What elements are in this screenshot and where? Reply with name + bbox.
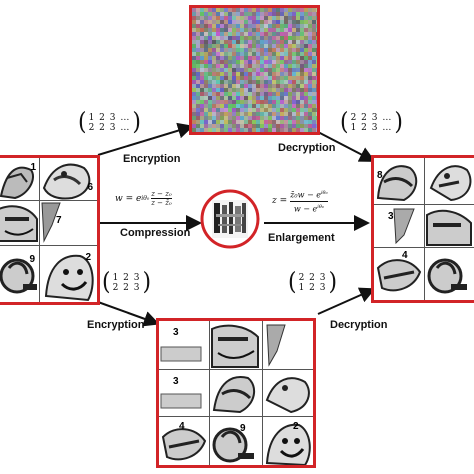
tile-r5: 4 <box>374 248 424 300</box>
compressed-image <box>212 200 248 238</box>
tile-b4: 3 <box>159 370 209 416</box>
noise-image <box>192 8 317 132</box>
formula-numerator: z − z₀ <box>151 190 172 198</box>
tile-r3: 3 <box>374 205 424 247</box>
arrow-encryption-top <box>97 122 194 156</box>
label-encryption-top: Encryption <box>123 153 181 165</box>
formula-lhs: z = <box>272 196 288 207</box>
label-decryption-bottom: Decryption <box>330 319 388 331</box>
grid-line <box>424 158 425 300</box>
tile-b6 <box>263 370 313 416</box>
tile-number: 7 <box>56 215 62 226</box>
formula-exponent: iθ₀ <box>320 190 328 196</box>
tile-number: 6 <box>87 182 93 193</box>
tile-6: 6 <box>40 158 97 200</box>
tile-b3 <box>263 321 313 369</box>
matrix-row: 2 2 3 … <box>88 123 131 133</box>
formula-denominator: w − e <box>293 204 318 214</box>
tile-number: 3 <box>173 376 179 387</box>
tile-2: 2 <box>40 246 97 302</box>
label-decryption-top: Decryption <box>278 142 336 154</box>
arrow-encryption-bottom <box>97 301 160 327</box>
matrix-row: 1 2 3 … <box>88 113 131 123</box>
grid-line <box>209 321 210 465</box>
tile-number: 3 <box>388 211 394 222</box>
tile-b5 <box>210 370 262 416</box>
tile-number: 2 <box>293 421 299 432</box>
formula-denominator: z − z̄₀ <box>151 199 172 207</box>
tile-r2 <box>425 158 474 204</box>
label-enlargement: Enlargement <box>268 232 335 244</box>
matrix-row: 1 2 3 <box>298 283 327 293</box>
label-encryption-bottom: Encryption <box>87 319 145 331</box>
tile-number: 4 <box>402 250 408 261</box>
enlargement-formula: z = z̄₀w − eiθ₀ w − eiθ₀ <box>272 188 328 214</box>
matrix-row: 2 2 3 … <box>350 113 393 123</box>
matrix-row: 1 2 3 … <box>350 123 393 133</box>
arrow-decryption-bottom <box>317 287 376 315</box>
tile-number: 4 <box>179 421 185 432</box>
tile-9: 9 <box>0 246 39 302</box>
recovered-image-panel: 8 3 4 <box>371 155 474 303</box>
tile-b7: 4 <box>159 417 209 465</box>
formula-numerator: z̄₀w − e <box>290 190 321 200</box>
tile-b9: 2 <box>263 417 313 465</box>
tile-number: 9 <box>29 254 35 265</box>
compression-formula: w = e iθ₀ z − z₀ z − z̄₀ <box>115 190 172 207</box>
original-image-panel: 1 6 7 9 2 <box>0 155 100 305</box>
encrypted-noise-panel <box>189 5 320 135</box>
permutation-matrix-top-left: ( 1 2 3 …2 2 3 … ) <box>78 108 141 137</box>
tile-number: 1 <box>30 162 36 173</box>
matrix-row: 1 2 3 <box>112 273 141 283</box>
formula-exponent: iθ₀ <box>141 195 150 202</box>
arrow-decryption-top <box>317 131 376 162</box>
tile-number: 8 <box>377 170 383 181</box>
tile-b1: 3 <box>159 321 209 369</box>
matrix-row: 2 2 3 <box>298 273 327 283</box>
tile-b2 <box>210 321 262 369</box>
grid-line <box>159 369 313 370</box>
matrix-row: 2 2 3 <box>112 283 141 293</box>
grid-line <box>0 245 97 246</box>
grid-line <box>159 416 313 417</box>
formula-lhs: w = e <box>115 193 142 204</box>
scrambled-tiles-panel: 3 3 4 9 2 <box>156 318 316 468</box>
tile-number: 3 <box>173 327 179 338</box>
tile-r6 <box>425 248 474 300</box>
tile-1: 1 <box>0 158 39 200</box>
tile-8: 8 <box>374 158 424 204</box>
tile-number: 2 <box>85 252 91 263</box>
grid-line <box>262 321 263 465</box>
permutation-matrix-top-right: ( 2 2 3 …1 2 3 … ) <box>340 108 403 137</box>
formula-exponent: iθ₀ <box>317 203 324 210</box>
grid-line <box>39 158 40 302</box>
tile-b8: 9 <box>210 417 262 465</box>
grid-line <box>0 200 97 201</box>
tile-face-left <box>0 201 39 245</box>
tile-7: 7 <box>40 201 97 245</box>
tile-number: 9 <box>240 423 246 434</box>
label-compression: Compression <box>120 227 191 239</box>
tile-r4 <box>425 205 474 247</box>
